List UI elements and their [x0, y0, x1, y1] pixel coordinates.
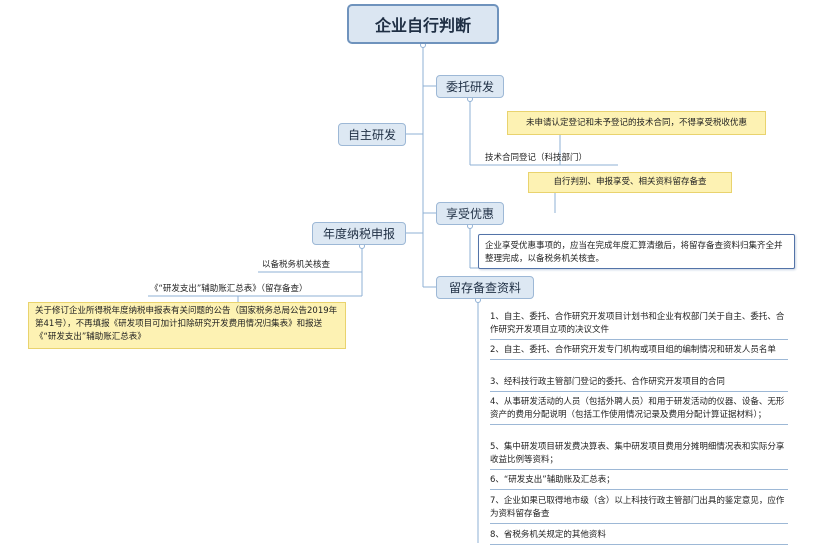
keep-item-8: 8、省税务机关规定的其他资料: [490, 529, 788, 545]
keep-item-5: 5、集中研发项目研发费决算表、集中研发项目费用分摊明细情况表和实际分享收益比例等…: [490, 441, 788, 470]
node-entrusted[interactable]: 委托研发: [436, 75, 504, 98]
label-contract-registration: 技术合同登记（科技部门）: [485, 153, 588, 163]
note-self-judge: 自行判别、申报享受、相关资料留存备查: [528, 172, 732, 193]
keep-materials-list: 1、自主、委托、合作研究开发项目计划书和企业有权部门关于自主、委托、合作研究开发…: [478, 300, 808, 550]
keep-item-1: 1、自主、委托、合作研究开发项目计划书和企业有权部门关于自主、委托、合作研究开发…: [490, 311, 788, 340]
note-announcement: 关于修订企业所得税年度纳税申报表有关问题的公告（国家税务总局公告2019年第41…: [28, 302, 346, 349]
label-for-tax-check: 以备税务机关核查: [262, 260, 331, 270]
label-summary-table: 《“研发支出”辅助账汇总表》（留存备查）: [150, 284, 308, 294]
node-enjoy[interactable]: 享受优惠: [436, 202, 504, 225]
callout-enjoy-description: 企业享受优惠事项的，应当在完成年度汇算清缴后，将留存备查资料归集齐全并整理完成，…: [478, 234, 795, 269]
node-keep-materials[interactable]: 留存备查资料: [436, 276, 534, 299]
node-self-rd[interactable]: 自主研发: [338, 123, 406, 146]
keep-item-2: 2、自主、委托、合作研究开发专门机构或项目组的编制情况和研发人员名单: [490, 344, 788, 360]
keep-item-4: 4、从事研发活动的人员（包括外聘人员）和用于研发活动的仪器、设备、无形资产的费用…: [490, 396, 788, 425]
keep-item-6: 6、“研发支出”辅助账及汇总表；: [490, 474, 788, 490]
note-unregistered-contract: 未申请认定登记和未予登记的技术合同，不得享受税收优惠: [507, 111, 766, 135]
keep-item-7: 7、企业如果已取得地市级（含）以上科技行政主管部门出具的鉴定意见，应作为资料留存…: [490, 495, 788, 524]
keep-item-3: 3、经科技行政主管部门登记的委托、合作研究开发项目的合同: [490, 376, 788, 392]
node-annual-filing[interactable]: 年度纳税申报: [312, 222, 406, 245]
root-node[interactable]: 企业自行判断: [347, 4, 499, 44]
